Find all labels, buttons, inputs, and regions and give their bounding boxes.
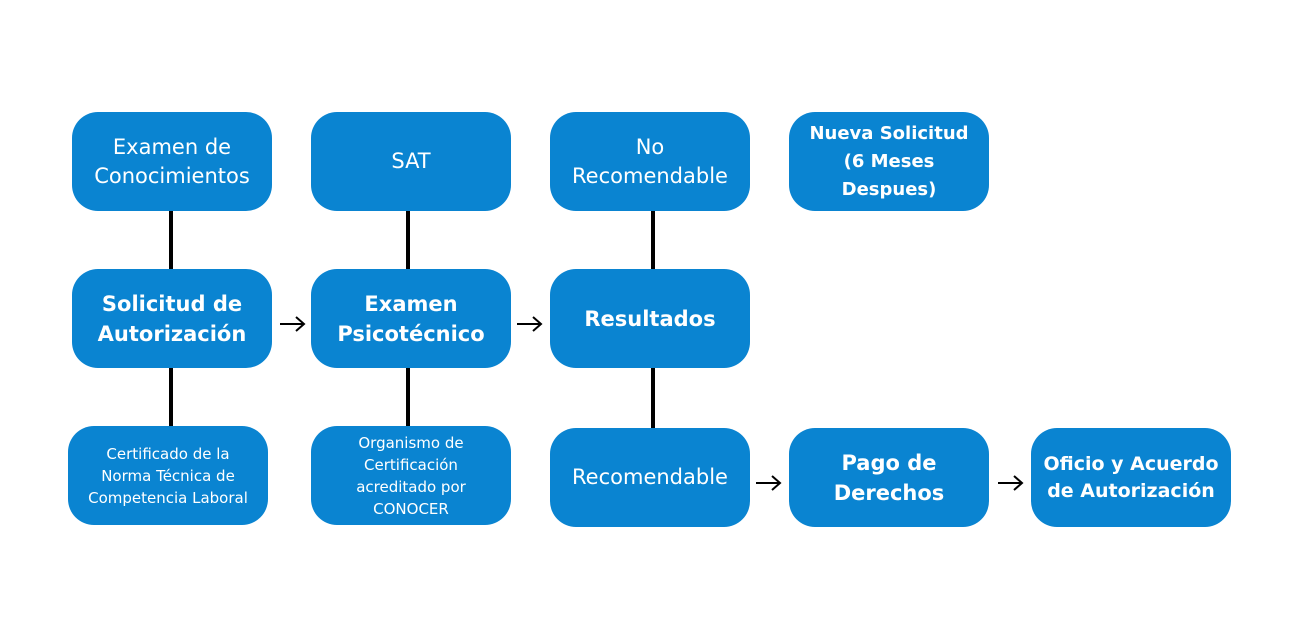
node-certificado-norma: Certificado de la Norma Técnica de Compe… (68, 426, 268, 525)
node-solicitud-autorizacion: Solicitud de Autorización (72, 269, 272, 368)
node-examen-psicotecnico: Examen Psicotécnico (311, 269, 511, 368)
node-sat: SAT (311, 112, 511, 211)
node-oficio-acuerdo: Oficio y Acuerdo de Autorización (1031, 428, 1231, 527)
connector-sat-psicotecnico (406, 210, 410, 270)
arrow-solicitud-psicotecnico (280, 316, 306, 332)
connector-resultados-recomendable (651, 367, 655, 429)
connector-conocimientos-solicitud (169, 210, 173, 270)
node-recomendable: Recomendable (550, 428, 750, 527)
connector-psicotecnico-organismo (406, 367, 410, 427)
node-pago-derechos: Pago de Derechos (789, 428, 989, 527)
arrow-psicotecnico-resultados (517, 316, 543, 332)
node-resultados: Resultados (550, 269, 750, 368)
connector-norecomendable-resultados (651, 210, 655, 270)
node-examen-conocimientos: Examen de Conocimientos (72, 112, 272, 211)
connector-solicitud-certificado (169, 367, 173, 427)
arrow-recomendable-pago (756, 475, 782, 491)
node-organismo-certificacion: Organismo de Certificación acreditado po… (311, 426, 511, 525)
node-no-recomendable: No Recomendable (550, 112, 750, 211)
node-nueva-solicitud: Nueva Solicitud (6 Meses Despues) (789, 112, 989, 211)
arrow-pago-oficio (998, 475, 1024, 491)
